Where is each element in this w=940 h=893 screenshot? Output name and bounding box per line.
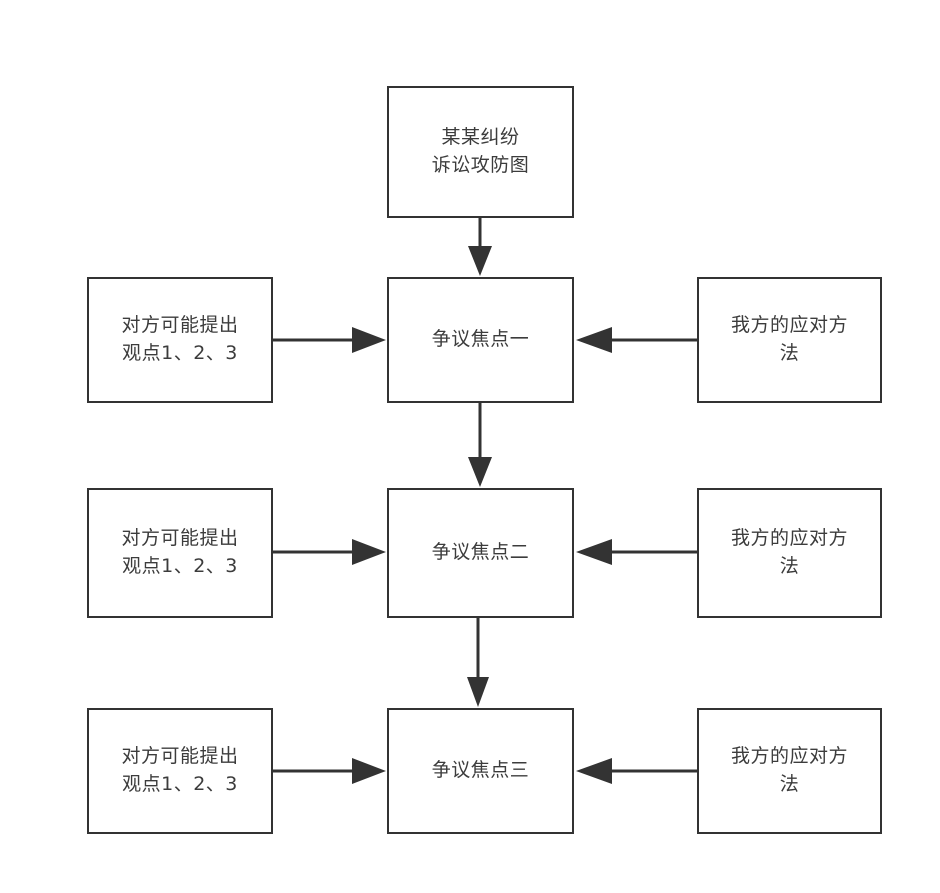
node-opponent-points-2-label: 对方可能提出 观点1、2、3	[121, 527, 239, 577]
connector-response-1-to-focus-1	[576, 327, 697, 353]
connector-focus-1-to-focus-2	[468, 403, 492, 487]
connector-response-2-to-focus-2	[576, 539, 697, 565]
node-opponent-points-1[interactable]: 对方可能提出 观点1、2、3	[87, 277, 273, 403]
node-dispute-focus-3[interactable]: 争议焦点三	[387, 708, 574, 834]
node-our-response-2[interactable]: 我方的应对方 法	[697, 488, 882, 618]
node-opponent-points-3-label: 对方可能提出 观点1、2、3	[121, 745, 239, 795]
node-title-label: 某某纠纷 诉讼攻防图	[431, 126, 530, 176]
node-opponent-points-1-label: 对方可能提出 观点1、2、3	[121, 314, 239, 364]
node-dispute-focus-1-label: 争议焦点一	[431, 328, 530, 351]
node-dispute-focus-1[interactable]: 争议焦点一	[387, 277, 574, 403]
node-dispute-focus-2-label: 争议焦点二	[431, 541, 530, 564]
node-our-response-1-label: 我方的应对方 法	[730, 314, 848, 364]
node-our-response-3[interactable]: 我方的应对方 法	[697, 708, 882, 834]
node-dispute-focus-3-label: 争议焦点三	[431, 759, 530, 782]
node-our-response-2-label: 我方的应对方 法	[730, 527, 848, 577]
connector-title-to-focus-1	[468, 218, 492, 276]
node-opponent-points-3[interactable]: 对方可能提出 观点1、2、3	[87, 708, 273, 834]
connector-response-3-to-focus-3	[576, 758, 697, 784]
node-our-response-3-label: 我方的应对方 法	[730, 745, 848, 795]
connector-opponent-3-to-focus-3	[273, 758, 386, 784]
connector-opponent-2-to-focus-2	[273, 539, 386, 565]
connector-focus-2-to-focus-3	[467, 618, 489, 707]
node-dispute-focus-2[interactable]: 争议焦点二	[387, 488, 574, 618]
connector-opponent-1-to-focus-1	[273, 327, 386, 353]
node-title[interactable]: 某某纠纷 诉讼攻防图	[387, 86, 574, 218]
node-our-response-1[interactable]: 我方的应对方 法	[697, 277, 882, 403]
node-opponent-points-2[interactable]: 对方可能提出 观点1、2、3	[87, 488, 273, 618]
